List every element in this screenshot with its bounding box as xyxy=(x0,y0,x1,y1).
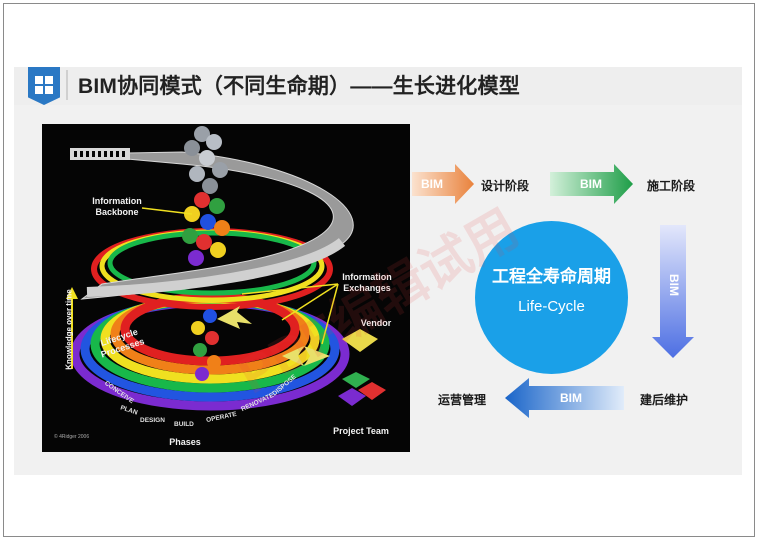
copyright-text: © 4Ridger 2006 xyxy=(54,434,90,440)
spiral-graphic xyxy=(66,126,386,411)
bim-chip-2: BIM xyxy=(580,177,602,191)
lifecycle-subtitle: Life-Cycle xyxy=(518,298,585,315)
phase-build: BUILD xyxy=(174,421,194,428)
top-strip xyxy=(4,4,754,59)
step-operation: 运营管理 xyxy=(438,393,487,407)
phases-label: Phases xyxy=(169,437,201,447)
page-title: BIM协同模式（不同生命期）——生长进化模型 xyxy=(78,75,520,98)
bim-chip-4: BIM xyxy=(560,391,582,405)
step-construction: 施工阶段 xyxy=(647,179,696,193)
step-maintenance: 建后维护 xyxy=(640,393,689,407)
title-bar xyxy=(14,67,742,105)
phase-design: DESIGN xyxy=(140,417,165,424)
bim-chip-3: BIM xyxy=(667,274,681,296)
grid-icon xyxy=(28,67,60,105)
bim-chip-1: BIM xyxy=(421,177,443,191)
vendor-label: Vendor xyxy=(360,318,392,328)
title-divider xyxy=(66,70,68,100)
arrow-to-design xyxy=(412,164,474,204)
lifecycle-circle xyxy=(475,221,628,374)
lifecycle-title: 工程全寿命周期 xyxy=(492,267,611,286)
step-design: 设计阶段 xyxy=(481,179,530,193)
arrow-to-maintenance xyxy=(652,225,694,358)
project-team-label: Project Team xyxy=(333,426,389,436)
arrow-to-construction xyxy=(550,164,633,204)
arrow-to-operation xyxy=(505,378,624,418)
